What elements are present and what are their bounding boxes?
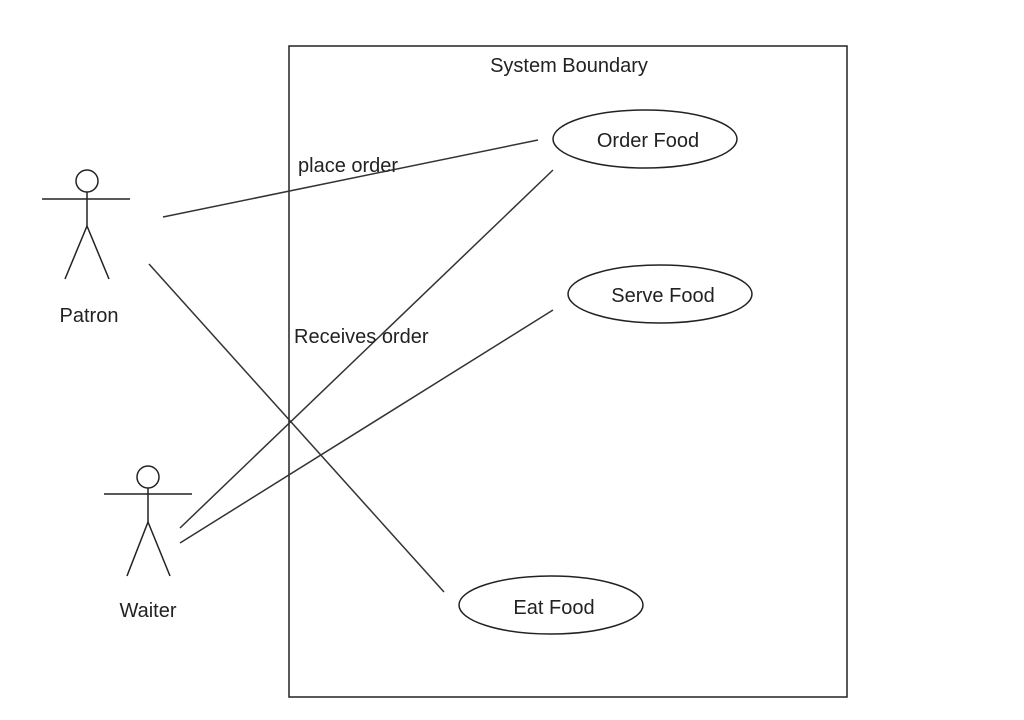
use-case-eat-food-label: Eat Food bbox=[513, 597, 594, 619]
actor-waiter-label: Waiter bbox=[119, 600, 176, 622]
use-case-serve-food-label: Serve Food bbox=[611, 285, 714, 307]
actor-patron bbox=[42, 169, 130, 280]
actor-patron-head bbox=[75, 169, 99, 193]
association-waiter-serve-food bbox=[179, 309, 554, 544]
use-case-eat-food: Eat Food bbox=[458, 575, 644, 635]
use-case-order-food-label: Order Food bbox=[597, 130, 699, 152]
association-patron-eat-food bbox=[148, 263, 445, 593]
use-case-order-food: Order Food bbox=[552, 109, 738, 169]
actor-patron-label: Patron bbox=[60, 305, 119, 327]
actor-waiter-head bbox=[136, 465, 160, 489]
association-waiter-order-food bbox=[179, 169, 554, 529]
actor-waiter bbox=[104, 465, 192, 577]
system-boundary bbox=[288, 45, 848, 698]
system-boundary-label: System Boundary bbox=[490, 55, 648, 77]
association-patron-order-food bbox=[162, 139, 539, 218]
association-label-receives-order: Receives order bbox=[294, 326, 429, 348]
use-case-serve-food: Serve Food bbox=[567, 264, 753, 324]
association-label-place-order: place order bbox=[298, 155, 398, 177]
